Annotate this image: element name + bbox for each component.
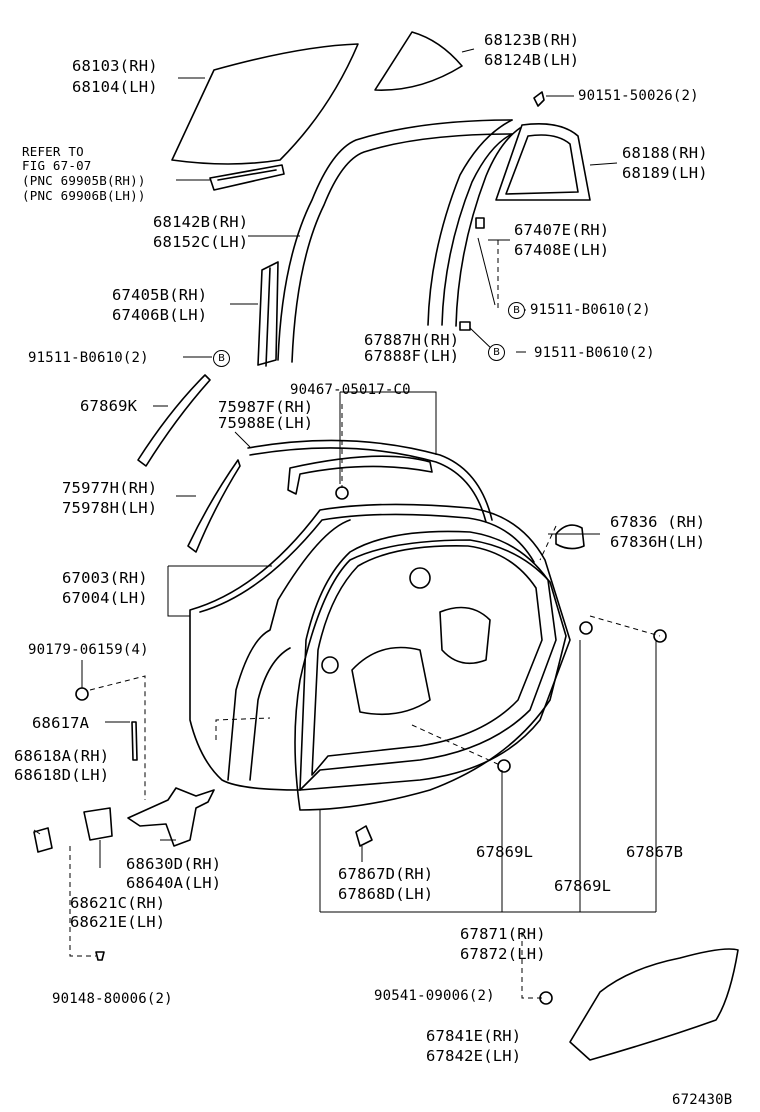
label-67004-lh: 67004(LH) [62,589,148,607]
label-91511-left: 91511-B0610(2) [28,350,149,366]
door-check [33,827,53,853]
label-68123b-rh: 68123B(RH) [484,31,580,49]
label-67003-rh: 67003(RH) [62,569,148,587]
door-hinge [127,787,215,847]
label-91511-right-mid: 91511-B0610(2) [534,345,655,361]
label-68618a-rh: 68618A(RH) [14,747,110,765]
label-67836h-lh: 67836H(LH) [610,533,706,551]
label-67869l-b: 67869L [554,877,612,895]
label-68621e-lh: 68621E(LH) [70,913,166,931]
label-91511-right-top: 91511-B0610(2) [530,302,651,318]
label-68124b-lh: 68124B(LH) [484,51,580,69]
door-glass [171,43,359,165]
label-67888f-lh: 67888F(LH) [364,347,460,365]
hinge-lower [83,807,113,841]
label-68618d-lh: 68618D(LH) [14,766,110,784]
label-pnc-lh: (PNC 69906B(LH)) [22,188,146,203]
division-bar [427,119,513,326]
label-67407e-rh: 67407E(RH) [514,221,610,239]
label-68188-rh: 68188(RH) [622,144,708,162]
label-90151: 90151-50026(2) [578,88,699,104]
label-67869k: 67869K [80,397,138,415]
label-67868d-lh: 67868D(LH) [338,885,434,903]
label-68630d-rh: 68630D(RH) [126,855,222,873]
label-67872-lh: 67872(LH) [460,945,546,963]
clip-67836 [555,524,585,550]
callout-b-right-mid: B [488,344,505,361]
label-67405b-rh: 67405B(RH) [112,286,208,304]
label-75987f-rh: 75987F(RH) [218,398,314,416]
label-90467: 90467-05017-C0 [290,382,411,398]
label-67867b: 67867B [626,843,684,861]
label-68617a: 68617A [32,714,90,732]
glass-clip [209,164,285,191]
label-67406b-lh: 67406B(LH) [112,306,208,324]
label-fig-ref: FIG 67-07 [22,158,92,173]
callout-b-left: B [213,350,230,367]
label-67869l-a: 67869L [476,843,534,861]
bolt-90179 [75,687,89,701]
garnish-75977h [187,459,241,553]
label-67887h-rh: 67887H(RH) [364,331,460,349]
door-panel [189,503,571,791]
door-weatherstrip [294,539,567,811]
label-67867d-rh: 67867D(RH) [338,865,434,883]
quarter-glass [374,31,463,91]
label-68189-lh: 68189(LH) [622,164,708,182]
quarter-window-frame [495,123,591,201]
label-pnc-rh: (PNC 69905B(RH)) [22,173,146,188]
garnish-67887h [287,455,433,495]
label-68103-rh: 68103(RH) [72,57,158,75]
rear-channel [257,261,279,366]
figure-code: 672430B [672,1092,733,1108]
label-68142b-rh: 68142B(RH) [153,213,249,231]
glass-run-channel [277,119,513,361]
moulding-75987f [247,439,493,521]
label-68104-lh: 68104(LH) [72,78,158,96]
bolt-90148 [95,951,105,961]
label-75988e-lh: 75988E(LH) [218,414,314,432]
label-67871-rh: 67871(RH) [460,925,546,943]
label-67408e-lh: 67408E(LH) [514,241,610,259]
label-90148: 90148-80006(2) [52,991,173,1007]
label-75977h-rh: 75977H(RH) [62,479,158,497]
weatherstrip-67869k [137,374,211,467]
label-68152c-lh: 68152C(LH) [153,233,249,251]
hinge-pin [131,721,138,761]
service-hole-cover [569,948,739,1061]
label-68621c-rh: 68621C(RH) [70,894,166,912]
label-refer-to: REFER TO [22,144,84,159]
label-67842e-lh: 67842E(LH) [426,1047,522,1065]
label-75978h-lh: 75978H(LH) [62,499,158,517]
callout-b-right-top: B [508,302,525,319]
label-90541: 90541-09006(2) [374,988,495,1004]
label-67836-rh: 67836 (RH) [610,513,706,531]
label-90179: 90179-06159(4) [28,642,149,658]
label-68640a-lh: 68640A(LH) [126,874,222,892]
label-67841e-rh: 67841E(RH) [426,1027,522,1045]
